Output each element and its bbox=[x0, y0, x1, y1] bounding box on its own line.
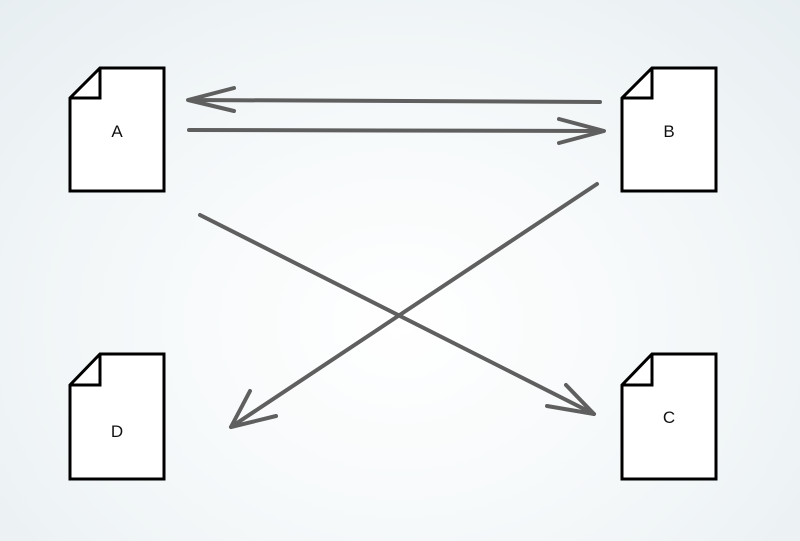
arrowhead-icon bbox=[557, 117, 606, 145]
arrowhead-icon bbox=[186, 86, 236, 113]
document-b[interactable]: B bbox=[620, 66, 718, 193]
connections bbox=[186, 86, 606, 429]
arrow-line bbox=[187, 128, 605, 133]
arrowhead-icon bbox=[229, 389, 278, 429]
arrow-b-to-d bbox=[229, 182, 599, 429]
arrowhead-icon bbox=[545, 383, 596, 416]
arrow-line bbox=[229, 182, 599, 429]
document-fold bbox=[622, 68, 654, 100]
arrow-line bbox=[188, 98, 602, 104]
document-label: A bbox=[111, 122, 123, 141]
document-d[interactable]: D bbox=[68, 352, 166, 481]
arrow-a-to-b bbox=[187, 117, 606, 145]
document-fold bbox=[70, 68, 102, 100]
document-fold bbox=[70, 354, 102, 387]
document-fold bbox=[622, 354, 654, 387]
document-c[interactable]: C bbox=[620, 352, 718, 481]
document-icon bbox=[68, 352, 166, 481]
document-label: C bbox=[663, 408, 675, 427]
document-label: B bbox=[663, 122, 674, 141]
document-a[interactable]: A bbox=[68, 66, 166, 193]
arrow-b-to-a bbox=[186, 86, 602, 113]
document-label: D bbox=[111, 422, 123, 441]
